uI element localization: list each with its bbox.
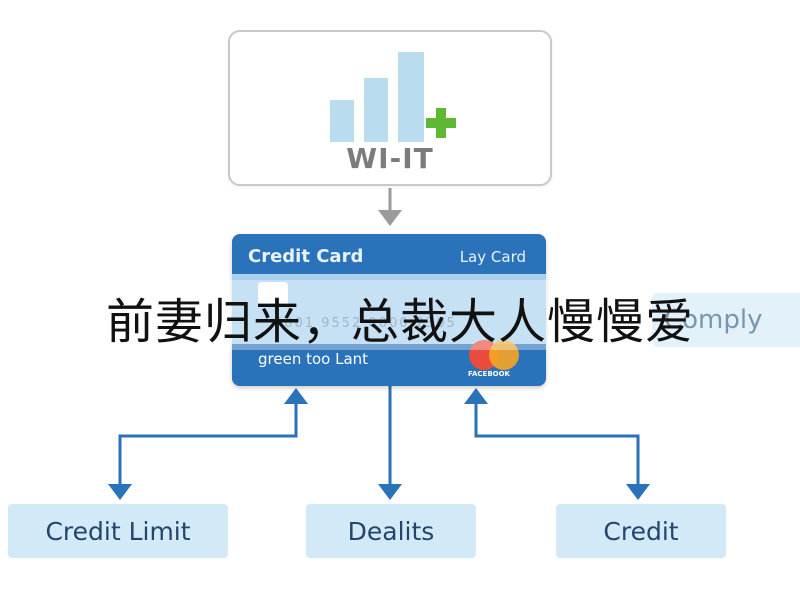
card-title: Credit Card <box>248 246 364 267</box>
logo-box: WI-IT <box>228 30 552 186</box>
overlay-bar <box>0 280 800 350</box>
mastercard-icon <box>469 340 519 370</box>
right-arrow-down <box>626 484 650 500</box>
grey-arrow-head <box>378 210 402 226</box>
credit-box: Credit <box>556 504 726 558</box>
card-number: 5001 9552 0000 2305 <box>274 316 457 331</box>
right-arrow-up <box>464 388 488 404</box>
overlay-title: 前妻归来，总裁大人慢慢爱 <box>105 294 694 350</box>
card-holder: green too Lant <box>258 350 369 368</box>
left-arrow-up <box>284 388 308 404</box>
comply-label: Comply <box>664 305 763 335</box>
center-arrow-down <box>378 484 402 500</box>
logo-text: WI-IT <box>346 142 434 175</box>
card-type-label: Lay Card <box>459 248 526 266</box>
right-connector <box>474 402 640 494</box>
credit-limit-box: Credit Limit <box>8 504 228 558</box>
chip-icon <box>258 282 288 306</box>
bar-chart-plus-icon <box>330 52 456 142</box>
comply-box <box>652 293 800 347</box>
credit-card: Credit Card Lay Card 5001 9552 0000 2305… <box>232 234 546 386</box>
card-brand-text: FACEBOOK <box>468 370 510 378</box>
left-connector <box>118 402 298 494</box>
dealits-box: Dealits <box>306 504 476 558</box>
left-arrow-down <box>108 484 132 500</box>
